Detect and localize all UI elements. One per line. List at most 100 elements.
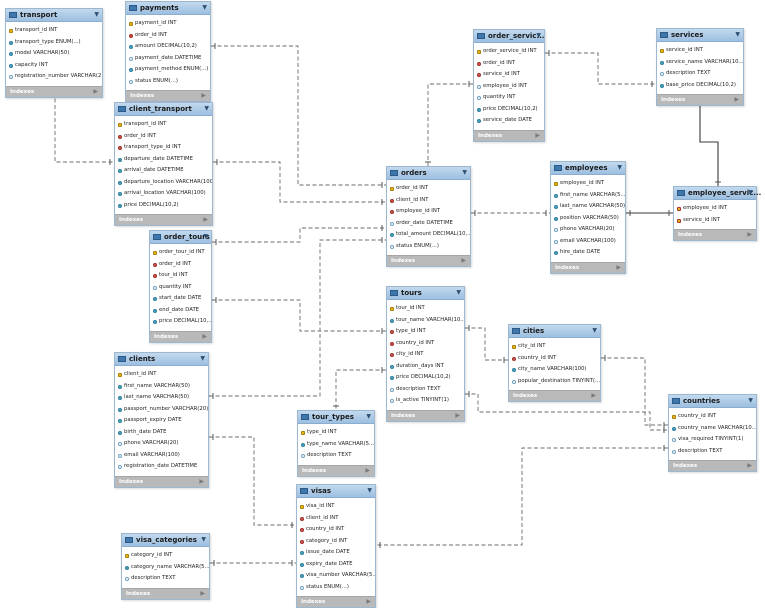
column-row[interactable]: birth_date DATE <box>115 427 208 439</box>
column-row[interactable]: service_id INT <box>474 69 544 81</box>
column-row[interactable]: issue_date DATE <box>297 547 375 559</box>
column-row[interactable]: order_date DATETIME <box>387 218 470 230</box>
column-row[interactable]: client_id INT <box>115 369 208 381</box>
column-row[interactable]: capacity INT <box>6 60 102 72</box>
expand-arrow-icon[interactable]: ▶ <box>200 589 205 597</box>
collapse-caret-icon[interactable]: ▼ <box>204 105 209 112</box>
table-header[interactable]: tour_types▼ <box>298 411 374 424</box>
indexes-footer[interactable]: Indexes▶ <box>115 214 212 225</box>
collapse-caret-icon[interactable]: ▼ <box>202 4 207 11</box>
column-row[interactable]: model VARCHAR(50) <box>6 48 102 60</box>
table-header[interactable]: services▼ <box>657 29 743 42</box>
column-row[interactable]: first_name VARCHAR(50) <box>115 381 208 393</box>
column-row[interactable]: total_amount DECIMAL(10,... <box>387 229 470 241</box>
indexes-footer[interactable]: Indexes▶ <box>474 129 544 141</box>
column-row[interactable]: type_id INT <box>298 427 374 439</box>
relationship-line-client-transport-orders[interactable] <box>213 161 386 203</box>
expand-arrow-icon[interactable]: ▶ <box>616 263 621 271</box>
column-row[interactable]: passport_expiry DATE <box>115 415 208 427</box>
column-row[interactable]: price DECIMAL(10,2) <box>387 372 464 384</box>
column-row[interactable]: registration_date DATETIME <box>115 461 208 473</box>
column-row[interactable]: description TEXT <box>657 68 743 80</box>
column-row[interactable]: category_id INT <box>297 536 375 548</box>
indexes-footer[interactable]: Indexes▶ <box>126 90 210 101</box>
column-row[interactable]: description TEXT <box>387 384 464 396</box>
collapse-caret-icon[interactable]: ▼ <box>367 487 372 494</box>
table-header[interactable]: visa_categories▼ <box>122 534 209 547</box>
column-row[interactable]: popular_destination TINYINT(... <box>509 376 600 388</box>
indexes-footer[interactable]: Indexes▶ <box>298 464 374 476</box>
relationship-line-order-services-services[interactable] <box>545 52 656 85</box>
collapse-caret-icon[interactable]: ▼ <box>748 189 753 196</box>
column-row[interactable]: description TEXT <box>298 450 374 462</box>
table-header[interactable]: order_servic...▼ <box>474 30 544 43</box>
indexes-footer[interactable]: Indexes▶ <box>551 261 625 273</box>
column-row[interactable]: arrival_location VARCHAR(100) <box>115 188 212 200</box>
table-header[interactable]: visas▼ <box>297 485 375 498</box>
relationship-line-services-employee-services[interactable] <box>699 101 719 186</box>
column-row[interactable]: employee_id INT <box>387 206 470 218</box>
column-row[interactable]: passport_number VARCHAR(20) <box>115 404 208 416</box>
column-row[interactable]: price DECIMAL(10,2) <box>115 200 212 212</box>
column-row[interactable]: country_id INT <box>387 338 464 350</box>
column-row[interactable]: transport_type ENUM(...) <box>6 37 102 49</box>
column-row[interactable]: order_id INT <box>387 183 470 195</box>
relationship-line-tours-tour-types[interactable] <box>335 369 386 410</box>
collapse-caret-icon[interactable]: ▼ <box>592 327 597 334</box>
expand-arrow-icon[interactable]: ▶ <box>201 92 206 99</box>
relationship-line-clients-orders[interactable] <box>209 239 386 397</box>
column-row[interactable]: employee_id INT <box>674 203 756 215</box>
indexes-footer[interactable]: Indexes▶ <box>657 94 743 105</box>
relationship-line-transport-client-transport[interactable] <box>54 92 114 163</box>
collapse-caret-icon[interactable]: ▼ <box>94 11 99 18</box>
column-row[interactable]: employee_id INT <box>551 178 625 190</box>
column-row[interactable]: is_active TINYINT(1) <box>387 395 464 407</box>
column-row[interactable]: start_date DATE <box>150 293 211 305</box>
collapse-caret-icon[interactable]: ▼ <box>462 169 467 176</box>
expand-arrow-icon[interactable]: ▶ <box>591 392 596 399</box>
column-row[interactable]: type_id INT <box>387 326 464 338</box>
collapse-caret-icon[interactable]: ▼ <box>536 32 541 39</box>
column-row[interactable]: description TEXT <box>669 446 756 458</box>
relationship-line-clients-visas[interactable] <box>209 436 296 526</box>
expand-arrow-icon[interactable]: ▶ <box>203 216 208 223</box>
collapse-caret-icon[interactable]: ▼ <box>201 536 206 543</box>
column-row[interactable]: hire_date DATE <box>551 247 625 259</box>
indexes-footer[interactable]: Indexes▶ <box>387 255 470 266</box>
column-row[interactable]: visa_required TINYINT(1) <box>669 434 756 446</box>
expand-arrow-icon[interactable]: ▶ <box>93 87 98 95</box>
column-row[interactable]: duration_days INT <box>387 361 464 373</box>
column-row[interactable]: position VARCHAR(50) <box>551 213 625 225</box>
column-row[interactable]: visa_id INT <box>297 501 375 513</box>
table-header[interactable]: client_transport▼ <box>115 103 212 116</box>
relationship-line-order-tours-tours[interactable] <box>212 299 386 332</box>
collapse-caret-icon[interactable]: ▼ <box>748 397 753 404</box>
table-header[interactable]: countries▼ <box>669 395 756 408</box>
column-row[interactable]: departure_date DATETIME <box>115 154 212 166</box>
table-header[interactable]: cities▼ <box>509 325 600 338</box>
table-header[interactable]: order_tours▼ <box>150 231 211 244</box>
table-header[interactable]: employee_servic...▼ <box>674 187 761 200</box>
column-row[interactable]: status ENUM(...) <box>126 76 210 88</box>
column-row[interactable]: departure_location VARCHAR(100) <box>115 177 212 189</box>
column-row[interactable]: end_date DATE <box>150 305 211 317</box>
column-row[interactable]: country_id INT <box>669 411 756 423</box>
collapse-caret-icon[interactable]: ▼ <box>200 355 205 362</box>
collapse-caret-icon[interactable]: ▼ <box>366 413 371 420</box>
column-row[interactable]: order_id INT <box>474 58 544 70</box>
relationship-line-countries-visas[interactable] <box>376 447 668 546</box>
column-row[interactable]: amount DECIMAL(10,2) <box>126 41 210 53</box>
column-row[interactable]: status ENUM(...) <box>387 241 470 253</box>
relationship-line-order-services-orders[interactable] <box>427 83 473 166</box>
column-row[interactable]: quantity INT <box>474 92 544 104</box>
column-row[interactable]: employee_id INT <box>474 81 544 93</box>
column-row[interactable]: transport_id INT <box>6 25 102 37</box>
relationship-line-tours-cities[interactable] <box>465 327 508 361</box>
column-row[interactable]: first_name VARCHAR(5... <box>551 190 625 202</box>
